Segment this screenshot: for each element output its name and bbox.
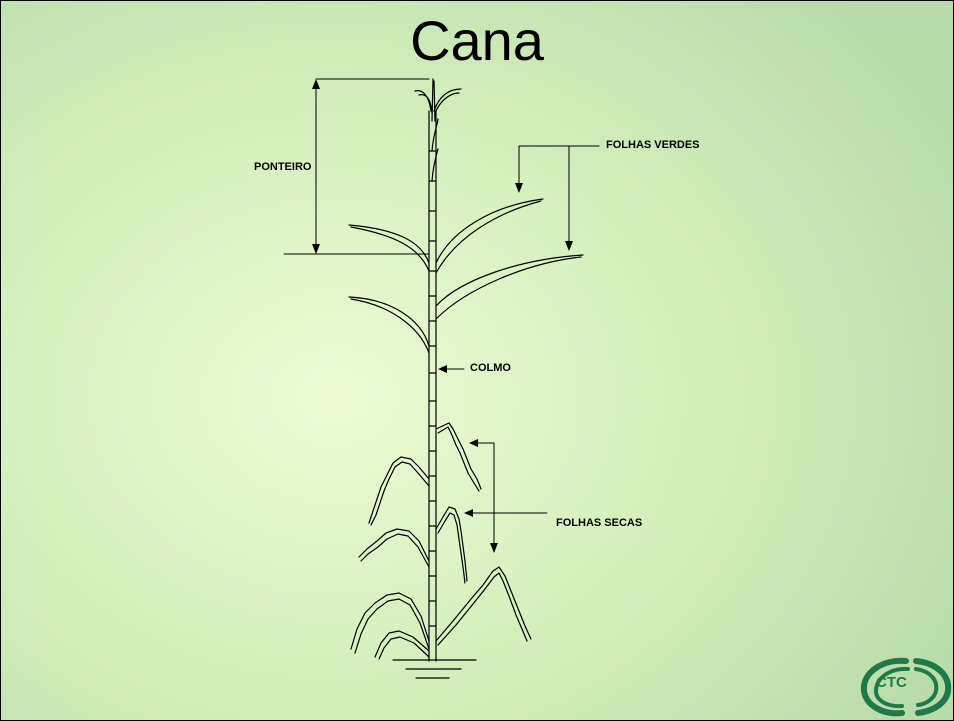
label-folhas-secas: FOLHAS SECAS xyxy=(556,517,642,529)
label-colmo: COLMO xyxy=(470,362,511,374)
label-ponteiro: PONTEIRO xyxy=(254,161,311,173)
logo-text: CTC xyxy=(876,674,907,691)
folhas-verdes-leader xyxy=(519,146,599,247)
folhas-secas-leader xyxy=(468,443,547,549)
label-folhas-verdes: FOLHAS VERDES xyxy=(606,139,700,151)
dry-leaves xyxy=(351,423,531,659)
ctc-logo: CTC xyxy=(856,653,954,719)
top-leaves xyxy=(415,79,461,121)
arrow-heads xyxy=(312,79,573,553)
ground-lines xyxy=(393,660,476,678)
green-leaves xyxy=(349,119,583,353)
stalk-colmo xyxy=(429,111,436,661)
